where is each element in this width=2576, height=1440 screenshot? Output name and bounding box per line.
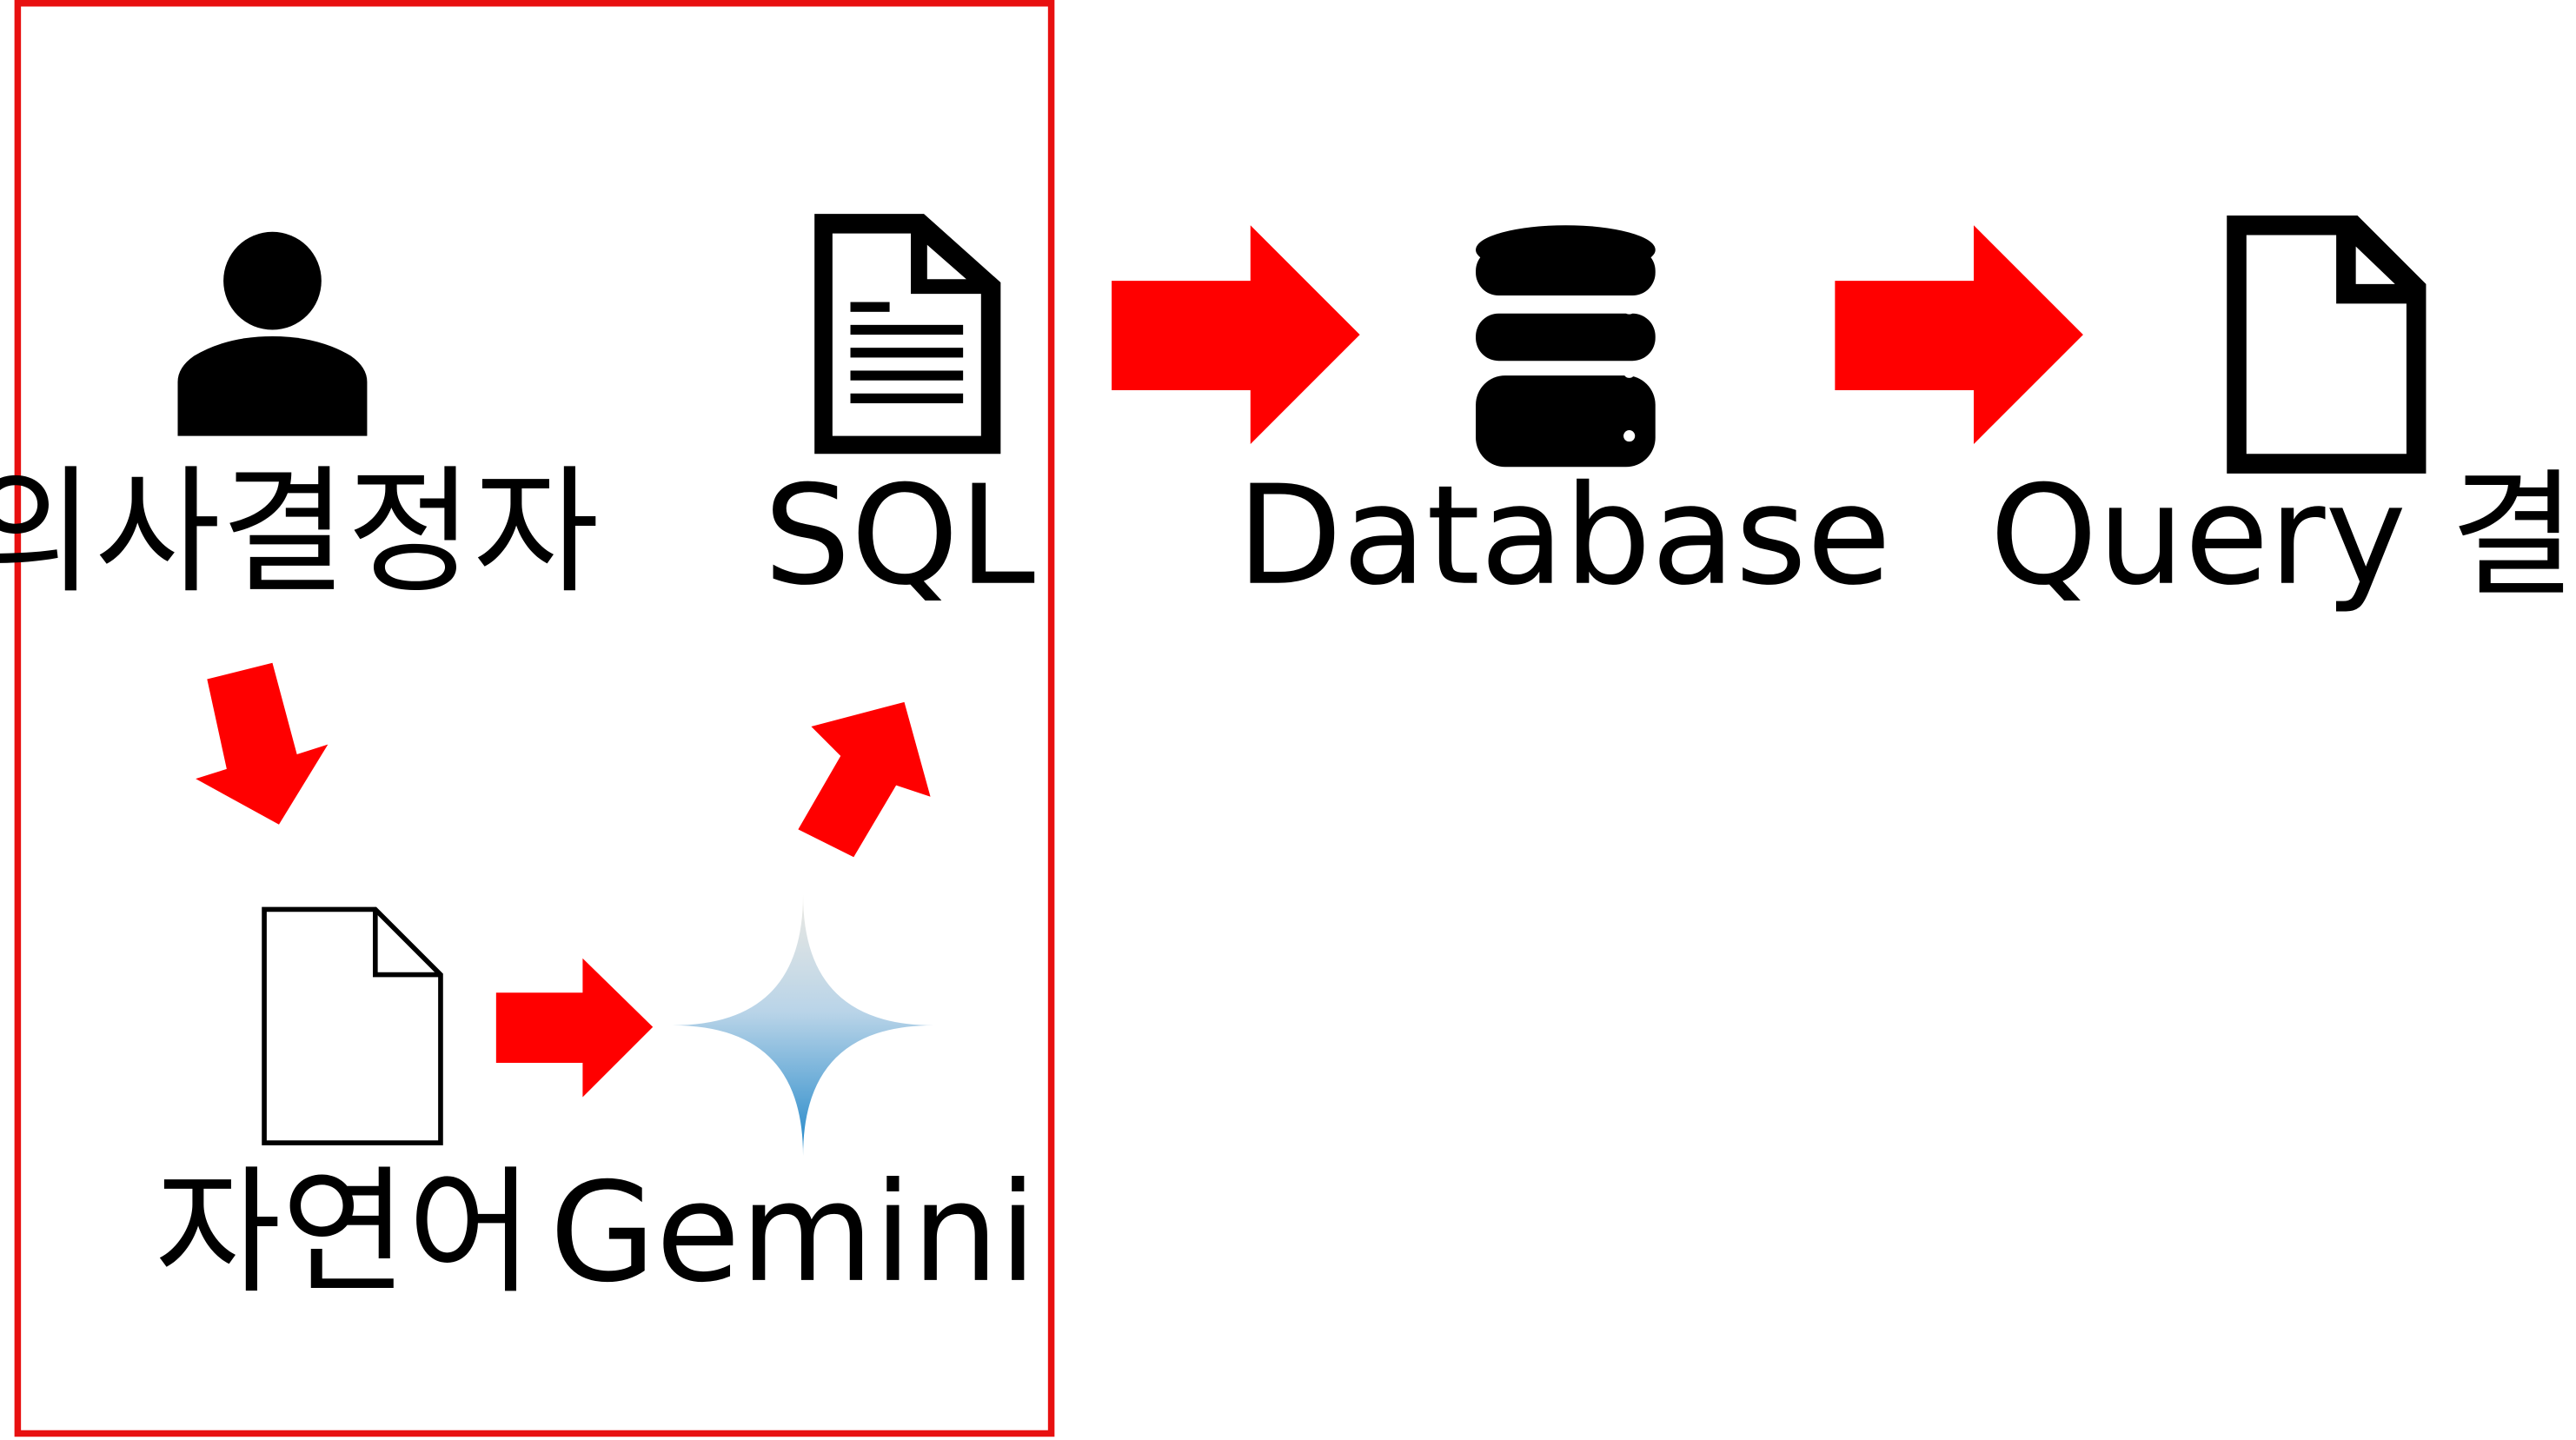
arrow-gemini-to-sql (798, 701, 931, 858)
section-frame (14, 0, 1055, 1437)
person-icon (177, 231, 368, 436)
blank-document-icon (262, 906, 443, 1145)
arrow-user-to-natural-language (196, 662, 329, 825)
arrow-natural-language-to-gemini (495, 958, 654, 1098)
database-icon (1476, 225, 1656, 468)
arrow-database-to-result (1835, 225, 2083, 445)
sql-document-icon (814, 214, 1001, 455)
label-query-result: Query 결과 (1989, 457, 2576, 616)
result-document-icon (2227, 215, 2427, 474)
label-sql: SQL (764, 457, 1035, 616)
label-decision-maker: 의사결정자 (0, 454, 600, 613)
label-database: Database (1237, 457, 1891, 616)
label-gemini: Gemini (549, 1154, 1037, 1313)
label-natural-language: 자연어 (155, 1154, 534, 1313)
gemini-sparkle-icon (672, 894, 934, 1157)
arrow-sql-to-database (1112, 225, 1360, 445)
